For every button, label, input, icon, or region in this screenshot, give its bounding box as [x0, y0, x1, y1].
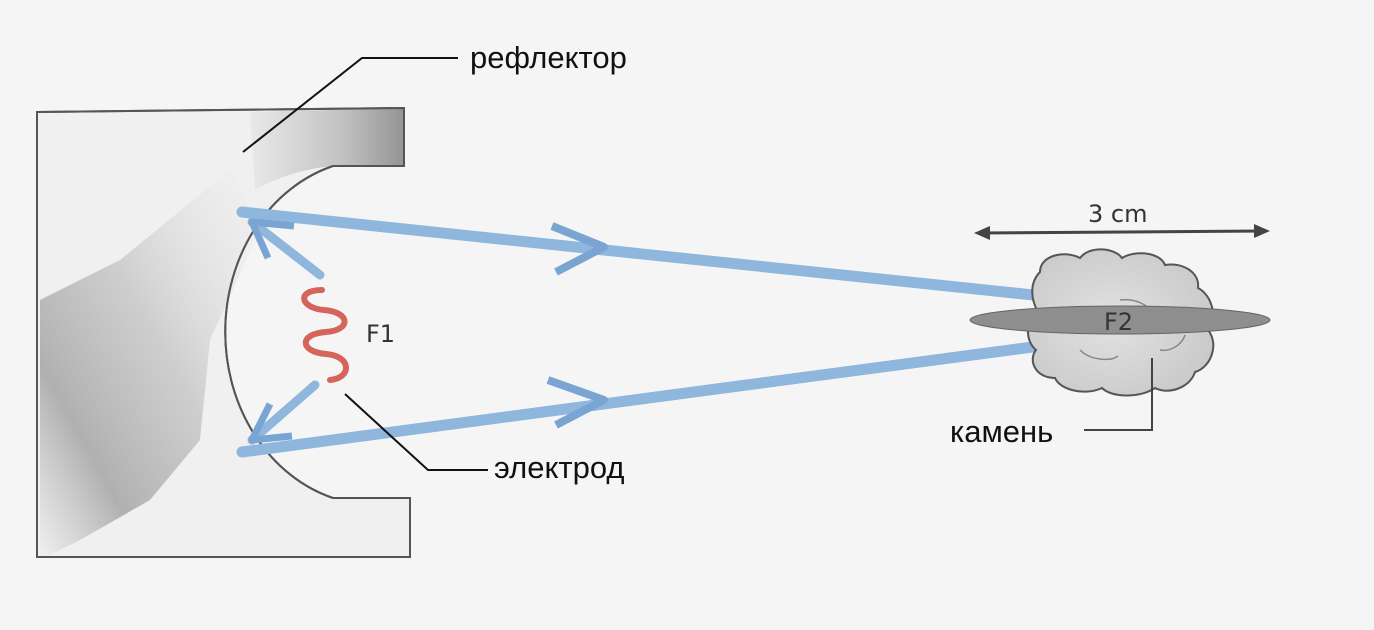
beam-f1-lower [247, 380, 320, 445]
focal-disc [969, 305, 1271, 335]
beam-arrow-lower [546, 376, 608, 429]
reflector-outline [36, 106, 411, 558]
dimension-arrow [974, 224, 1270, 240]
label-reflector: рефлектор [470, 40, 627, 75]
beam-upper [236, 206, 1106, 308]
leader-lines [242, 57, 1153, 471]
beam-arrow-upper [550, 222, 608, 276]
leader-reflector [242, 57, 458, 153]
reflector-top-shade [250, 108, 404, 190]
label-focus-1: F1 [366, 320, 396, 348]
leader-electrode [344, 393, 488, 471]
label-focus-2: F2 [1104, 308, 1134, 336]
label-stone: камень [950, 414, 1054, 449]
label-electrode: электрод [494, 450, 625, 485]
stone [969, 248, 1271, 397]
leader-stone [1084, 358, 1153, 431]
beam-arrow-f1-upper [248, 218, 295, 260]
shockwave-beams [236, 206, 1106, 458]
reflector [36, 106, 411, 560]
beam-f1-upper [247, 217, 325, 280]
beam-lower [236, 332, 1106, 458]
electrode-spark [301, 287, 349, 383]
reflector-shadow [40, 170, 260, 560]
label-dimension: 3 cm [1088, 200, 1148, 228]
beam-arrow-f1-lower [248, 402, 293, 444]
